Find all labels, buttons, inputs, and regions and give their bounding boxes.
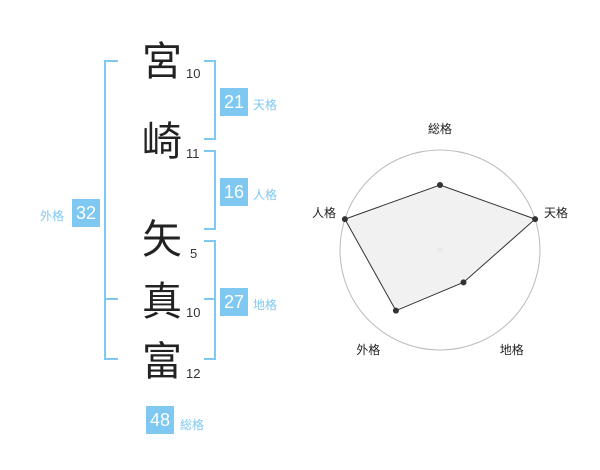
chikaku-value: 27 <box>220 288 248 316</box>
name-char-1: 宮 <box>142 39 182 85</box>
stroke-count-2: 11 <box>186 146 200 161</box>
radar-point <box>341 216 348 223</box>
name-char-5: 富 <box>142 339 182 385</box>
radar-axis-label: 地格 <box>499 342 524 357</box>
radar-point <box>532 216 539 223</box>
chikaku-label: 地格 <box>253 298 278 312</box>
radar-axis-label: 人格 <box>311 206 336 221</box>
tenkaku-bracket <box>204 60 216 140</box>
radar-axis-label: 外格 <box>356 342 381 357</box>
tenkaku-label: 天格 <box>253 98 278 112</box>
jinkaku-bracket <box>204 150 216 230</box>
gaikaku-bracket <box>104 60 118 360</box>
chikaku-bracket <box>204 240 216 360</box>
radar-axis-label: 総格 <box>427 122 452 136</box>
gaikaku-label: 外格 <box>40 209 65 223</box>
chikaku-bracket-mid-tick <box>204 298 216 300</box>
radar-axis-label: 天格 <box>544 206 569 221</box>
radar-point <box>437 182 443 188</box>
stroke-count-3: 5 <box>190 246 198 261</box>
stroke-count-5: 12 <box>186 366 201 381</box>
name-char-4: 真 <box>142 279 182 325</box>
soukaku-label: 総格 <box>180 418 205 432</box>
gaikaku-bracket-mid-tick <box>104 298 118 300</box>
radar-point <box>392 307 399 314</box>
gaikaku-value: 32 <box>72 199 100 227</box>
soukaku-value: 48 <box>146 406 174 434</box>
name-char-3: 矢 <box>142 217 182 263</box>
tenkaku-value: 21 <box>220 88 248 116</box>
jinkaku-value: 16 <box>220 178 248 206</box>
stroke-count-4: 10 <box>186 305 201 320</box>
radar-value-polygon <box>344 184 537 312</box>
name-char-2: 崎 <box>142 119 182 165</box>
stroke-count-1: 10 <box>186 66 201 81</box>
jinkaku-label: 人格 <box>253 188 278 202</box>
radar-point <box>460 279 467 286</box>
